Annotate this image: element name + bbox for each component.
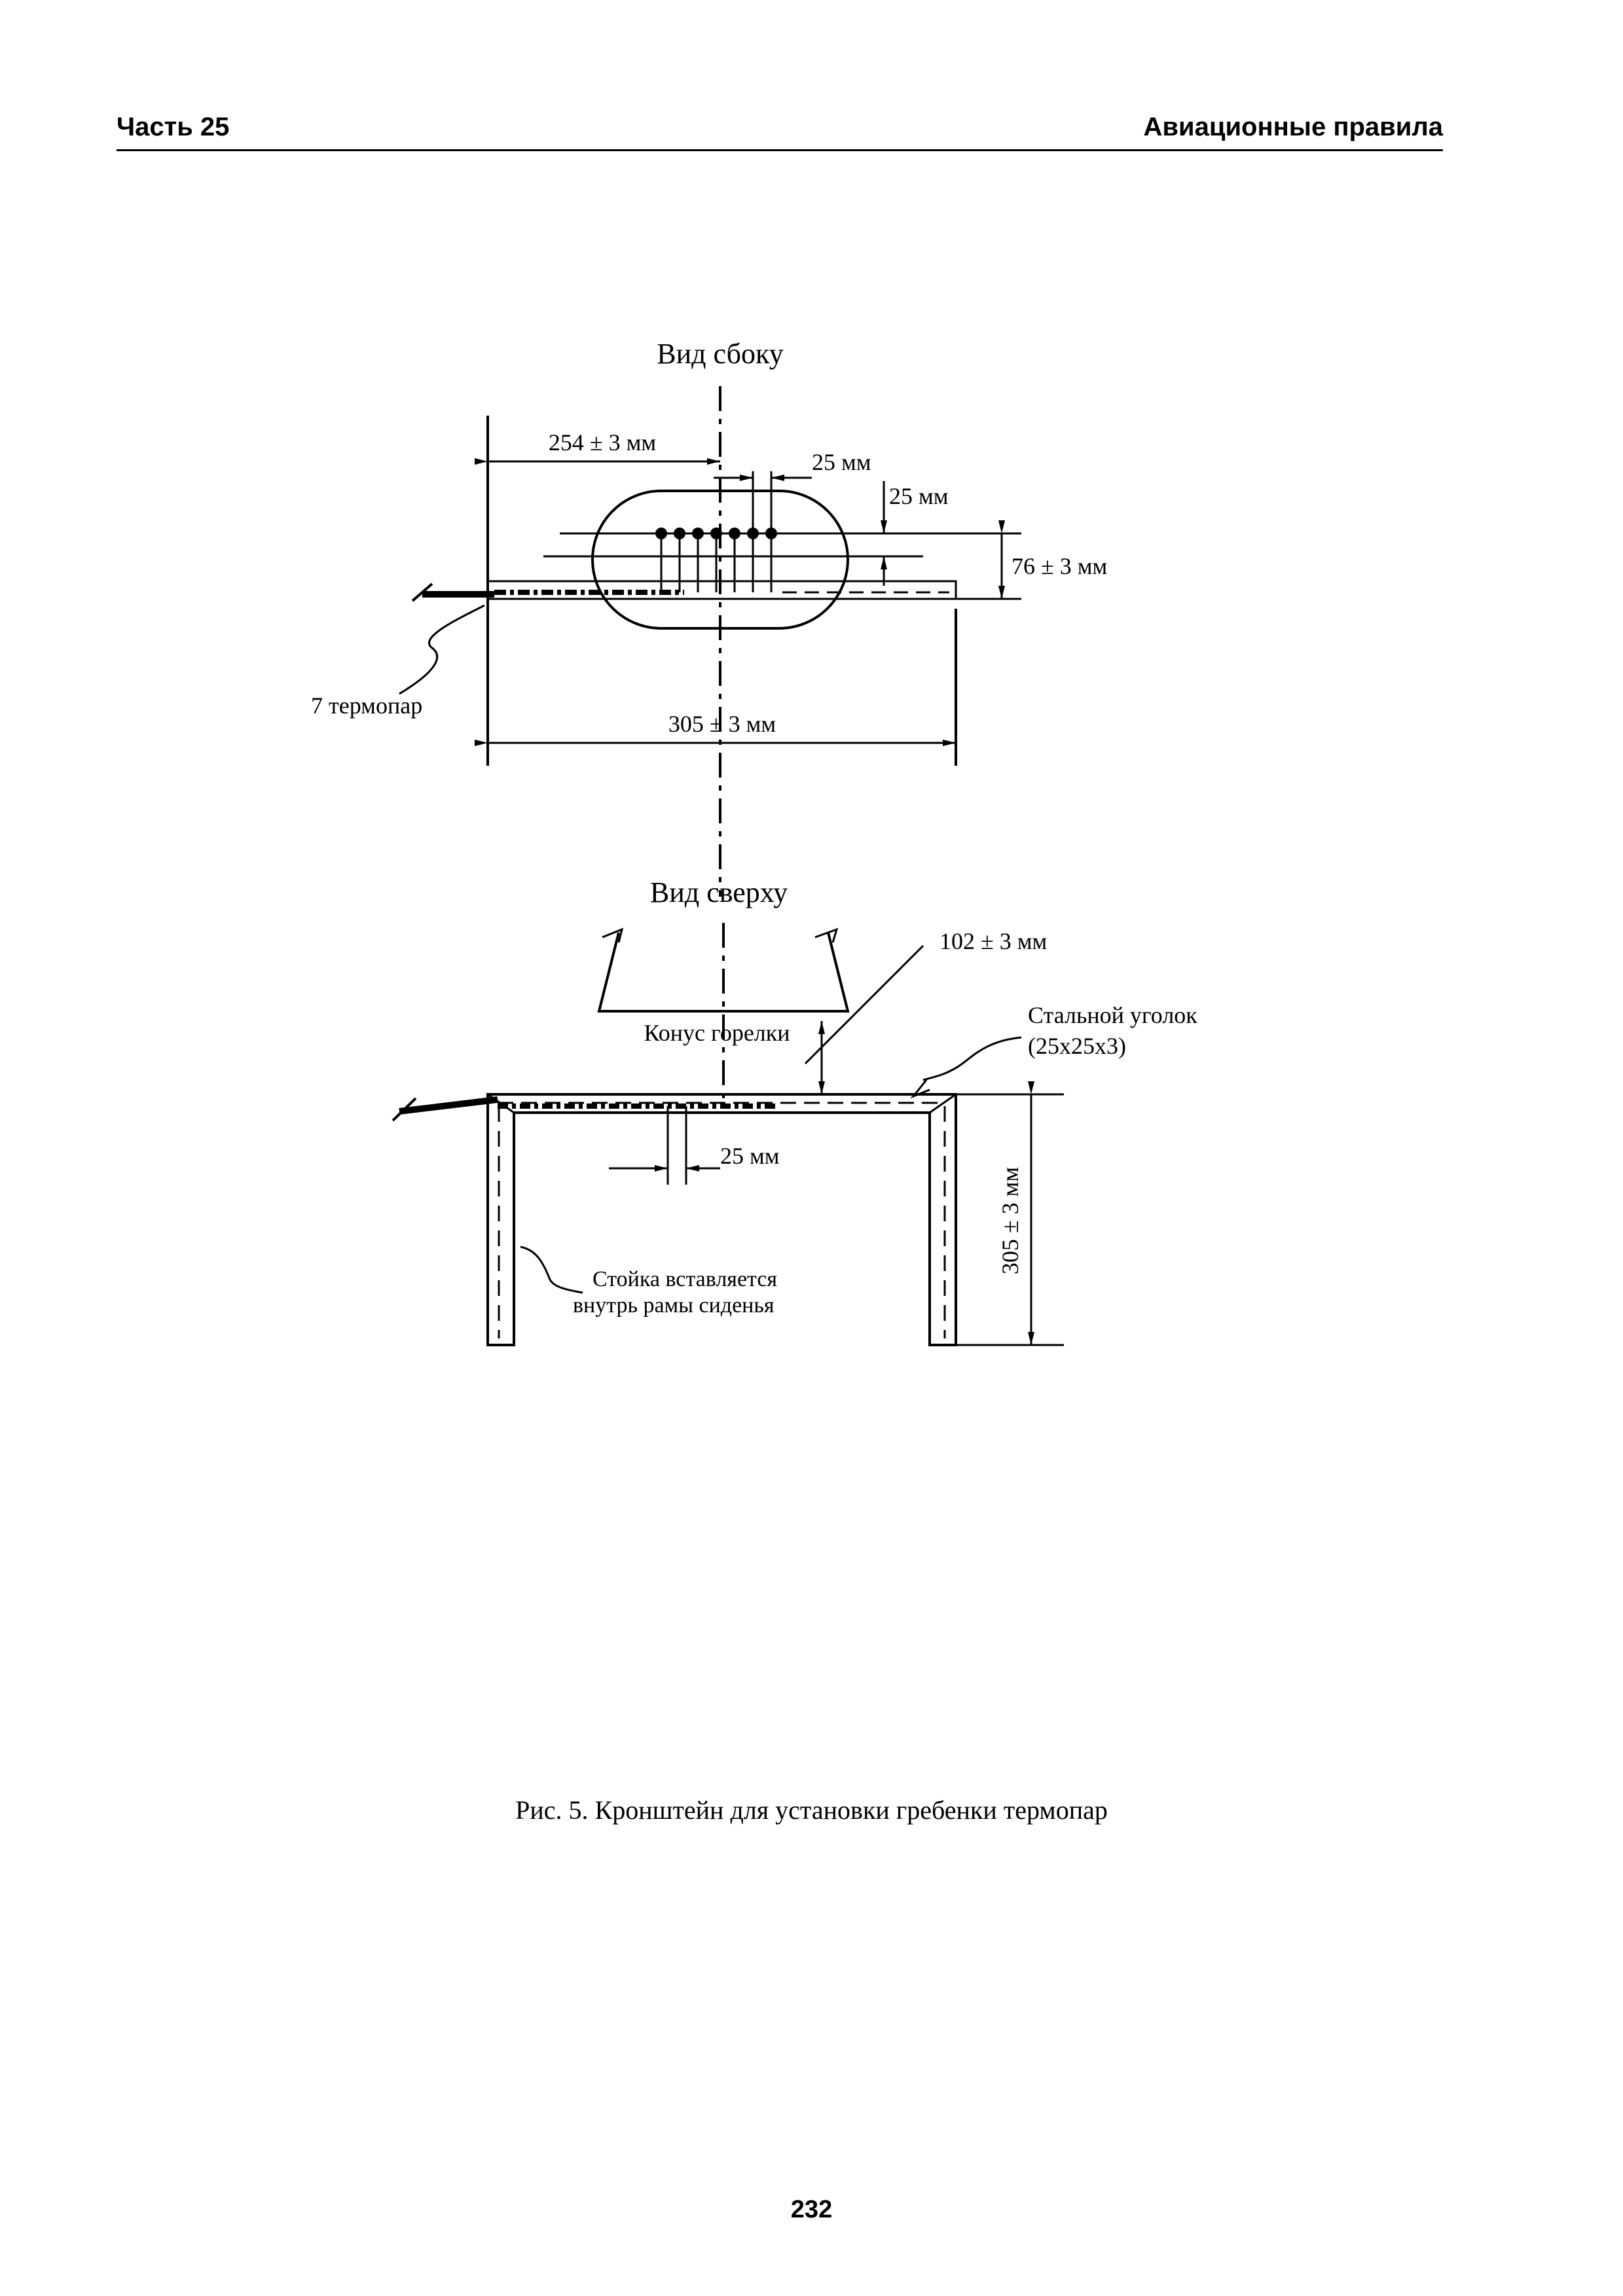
figure-caption: Рис. 5. Кронштейн для установки гребенки… (515, 1795, 1108, 1825)
side-view-labels: Вид сбоку 254 ± 3 мм 25 мм 25 мм 76 ± 3 … (311, 338, 1107, 737)
post-label-line1: Стойка вставляется (593, 1267, 777, 1291)
top-view-title: Вид сверху (650, 876, 788, 908)
dim-76-label: 76 ± 3 мм (1012, 553, 1107, 579)
dim-25-horizontal-label: 25 мм (812, 449, 871, 475)
dim-305-vertical-label: 305 ± 3 мм (997, 1167, 1023, 1274)
burner-cone-label: Конус горелки (644, 1020, 790, 1046)
top-view (392, 923, 1064, 1346)
side-view-title: Вид сбоку (657, 338, 784, 370)
header-rule (117, 149, 1443, 151)
header-part: Часть 25 (117, 113, 230, 141)
dim-102-label: 102 ± 3 мм (939, 928, 1047, 954)
post-label-line2: внутрь рамы сиденья (573, 1293, 775, 1318)
page-number: 232 (790, 2196, 833, 2223)
dim-25-top-label: 25 мм (720, 1143, 780, 1169)
steel-angle-label-line1: Стальной уголок (1028, 1002, 1197, 1028)
thermocouple-stems (660, 533, 773, 592)
header-title: Авиационные правила (1143, 113, 1443, 141)
dim-254-label: 254 ± 3 мм (549, 429, 656, 456)
thermocouples-label: 7 термопар (311, 692, 422, 719)
side-view (399, 386, 1021, 897)
top-view-labels: Вид сверху 102 ± 3 мм Конус горелки Стал… (573, 876, 1197, 1318)
steel-angle-label-line2: (25x25x3) (1028, 1033, 1126, 1059)
dim-305-label: 305 ± 3 мм (668, 711, 776, 737)
dim-25-vertical-label: 25 мм (889, 483, 949, 509)
